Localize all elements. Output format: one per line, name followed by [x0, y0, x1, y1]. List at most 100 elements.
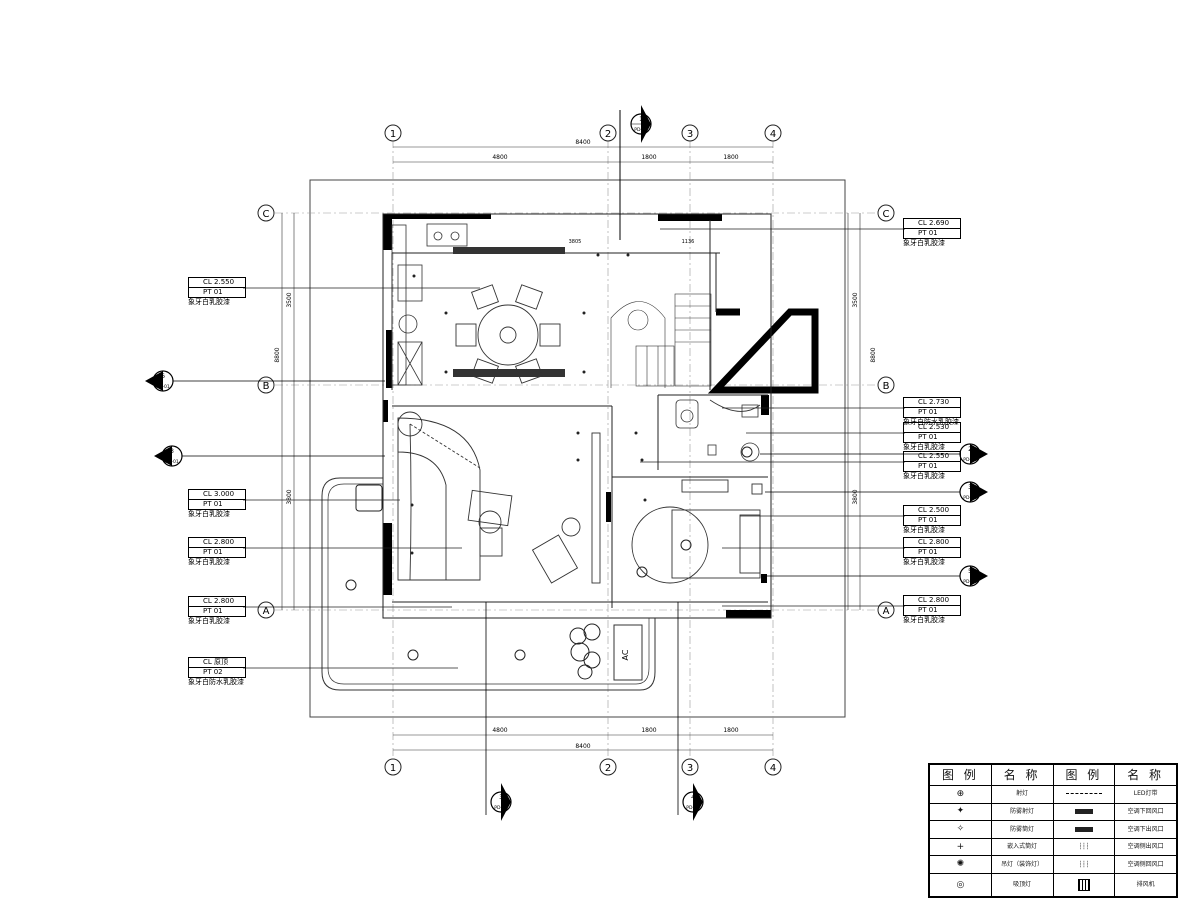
axis-label-bottom-3: 3	[687, 763, 693, 774]
dim-top-seg-3: 1800	[723, 154, 738, 161]
tag-pt: PT 01	[903, 408, 961, 418]
section-marker-4-ref: PD-01	[686, 805, 700, 811]
dim-left-total: 8800	[274, 347, 281, 362]
section-marker-3-left-ref: PD-01	[165, 459, 179, 465]
tag-name: 象牙白乳胶漆	[903, 526, 945, 534]
tag-cl: CL 2.530	[903, 422, 961, 433]
legend-name: 吸顶灯	[990, 873, 1054, 897]
terrace-inner-outline	[327, 483, 650, 685]
legend-row: + 嵌入式筒灯 ┆┆┆ 空调侧出风口	[929, 837, 1177, 857]
legend-name: 嵌入式筒灯	[990, 837, 1054, 857]
tag-pt: PT 01	[188, 288, 246, 298]
dim-top-seg-2: 1800	[641, 154, 656, 161]
terrace-outline	[321, 477, 656, 691]
legend-name: LED灯带	[1114, 785, 1177, 804]
ceiling-tag-left-5: CL 原顶 PT 02 象牙白防水乳胶漆	[188, 657, 246, 687]
ceiling-tag-right-6: CL 2.800 PT 01 象牙白乳胶漆	[903, 537, 961, 567]
dim-right-seg-1: 3500	[852, 292, 859, 307]
section-marker-6-num: 6	[161, 373, 165, 380]
legend-name: 防雾筒灯	[990, 820, 1054, 839]
ceiling-lamp-icon: ◎	[929, 873, 992, 897]
tag-pt: PT 01	[903, 229, 961, 239]
ceiling-tag-left-3: CL 2.800 PT 01 象牙白乳胶漆	[188, 537, 246, 567]
dimension-lines	[281, 146, 861, 751]
ac-unit-label: AC	[621, 649, 630, 660]
tag-cl: CL 2.500	[903, 505, 961, 516]
axis-label-top-1: 1	[390, 129, 396, 140]
tag-cl: CL 2.800	[188, 537, 246, 548]
legend-name: 空调下出风口	[1114, 820, 1177, 839]
dining-set	[455, 284, 561, 384]
partition-lines	[382, 213, 772, 619]
axis-label-left-b: B	[263, 381, 270, 392]
legend-name: 空调侧回风口	[1114, 855, 1177, 875]
section-marker-5-ref: PD-01	[963, 579, 977, 585]
axis-label-left-c: C	[263, 209, 270, 220]
tag-pt: PT 01	[188, 548, 246, 558]
ac-unit	[613, 624, 643, 681]
legend-row: ◎ 吸顶灯 排风机	[929, 873, 1177, 897]
led-strip-icon	[1052, 785, 1116, 804]
axis-label-bottom-1: 1	[390, 763, 396, 774]
tag-name: 象牙白乳胶漆	[188, 510, 230, 518]
legend-row: ✧ 防雾筒灯 空调下出风口	[929, 820, 1177, 839]
tag-name: 象牙白乳胶漆	[903, 443, 945, 451]
dim-right-seg-2: 3800	[852, 489, 859, 504]
legend-name: 空调侧出风口	[1114, 837, 1177, 857]
ceiling-tag-right-4: CL 2.550 PT 01 象牙白乳胶漆	[903, 451, 961, 481]
tag-cl: CL 原顶	[188, 657, 246, 668]
exhaust-fan-icon	[1052, 873, 1116, 897]
bedroom-furniture	[631, 479, 763, 584]
walls	[383, 214, 771, 618]
tag-pt: PT 01	[903, 433, 961, 443]
ceiling-tag-right-7: CL 2.800 PT 01 象牙白乳胶漆	[903, 595, 961, 625]
tag-cl: CL 2.550	[188, 277, 246, 288]
tag-pt: PT 02	[188, 668, 246, 678]
grid-bubbles-right	[877, 204, 895, 619]
terrace-plants	[355, 484, 601, 680]
stair-steps	[610, 293, 712, 388]
tag-name: 象牙白乳胶漆	[188, 298, 230, 306]
side-supply-vent-icon: ┆┆┆	[1052, 837, 1116, 857]
legend-row: ✦ 防雾射灯 空调下回风口	[929, 802, 1177, 822]
dim-top-seg-1: 4800	[492, 154, 507, 161]
air-vents	[453, 247, 565, 377]
tag-leaders-right	[640, 228, 905, 607]
section-marker-6-ref: PD-01	[156, 384, 170, 390]
legend-header-name-1: 名 称	[990, 764, 1054, 786]
axis-label-top-4: 4	[770, 129, 776, 140]
section-marker-2-ref: PD-01	[963, 457, 977, 463]
section-marker-4	[682, 783, 704, 821]
legend-row: ⊕ 射灯 LED灯带	[929, 785, 1177, 804]
section-marker-3-right-ref: PD-02	[963, 495, 977, 501]
tag-name: 象牙白乳胶漆	[903, 472, 945, 480]
section-marker-3-left-num: 3	[170, 448, 174, 455]
axis-label-left-a: A	[263, 606, 270, 617]
legend-header-symbol-2: 图 例	[1052, 764, 1116, 786]
legend-header-name-2: 名 称	[1114, 764, 1177, 786]
axis-label-bottom-2: 2	[605, 763, 611, 774]
legend-name: 空调下回风口	[1114, 802, 1177, 822]
ceiling-tag-right-1: CL 2.690 PT 01 象牙白乳胶漆	[903, 218, 961, 248]
tag-pt: PT 01	[903, 548, 961, 558]
legend-name: 吊灯（装饰灯）	[990, 855, 1054, 875]
tag-cl: CL 2.800	[188, 596, 246, 607]
spotlight-icon: ⊕	[929, 785, 992, 804]
section-marker-2-right	[959, 443, 988, 465]
fog-proof-spotlight-icon: ✦	[929, 802, 992, 822]
pendant-lamp-icon: ✺	[929, 855, 992, 875]
tag-cl: CL 2.800	[903, 595, 961, 606]
section-marker-3-left	[154, 445, 183, 467]
tag-cl: CL 2.550	[903, 451, 961, 462]
dim-inner-2: 1136	[682, 239, 695, 245]
dim-inner-1: 3805	[569, 239, 582, 245]
dim-bottom-seg-3: 1800	[723, 727, 738, 734]
ceiling-tag-right-5: CL 2.500 PT 01 象牙白乳胶漆	[903, 505, 961, 535]
tag-name: 象牙白防水乳胶漆	[188, 678, 244, 686]
tag-pt: PT 01	[188, 607, 246, 617]
living-room-furniture	[397, 411, 601, 584]
legend-table: 图 例 名 称 图 例 名 称 ⊕ 射灯 LED灯带 ✦ 防雾射灯 空调下回风口…	[928, 763, 1178, 898]
tag-cl: CL 2.800	[903, 537, 961, 548]
axis-label-right-a: A	[883, 606, 890, 617]
